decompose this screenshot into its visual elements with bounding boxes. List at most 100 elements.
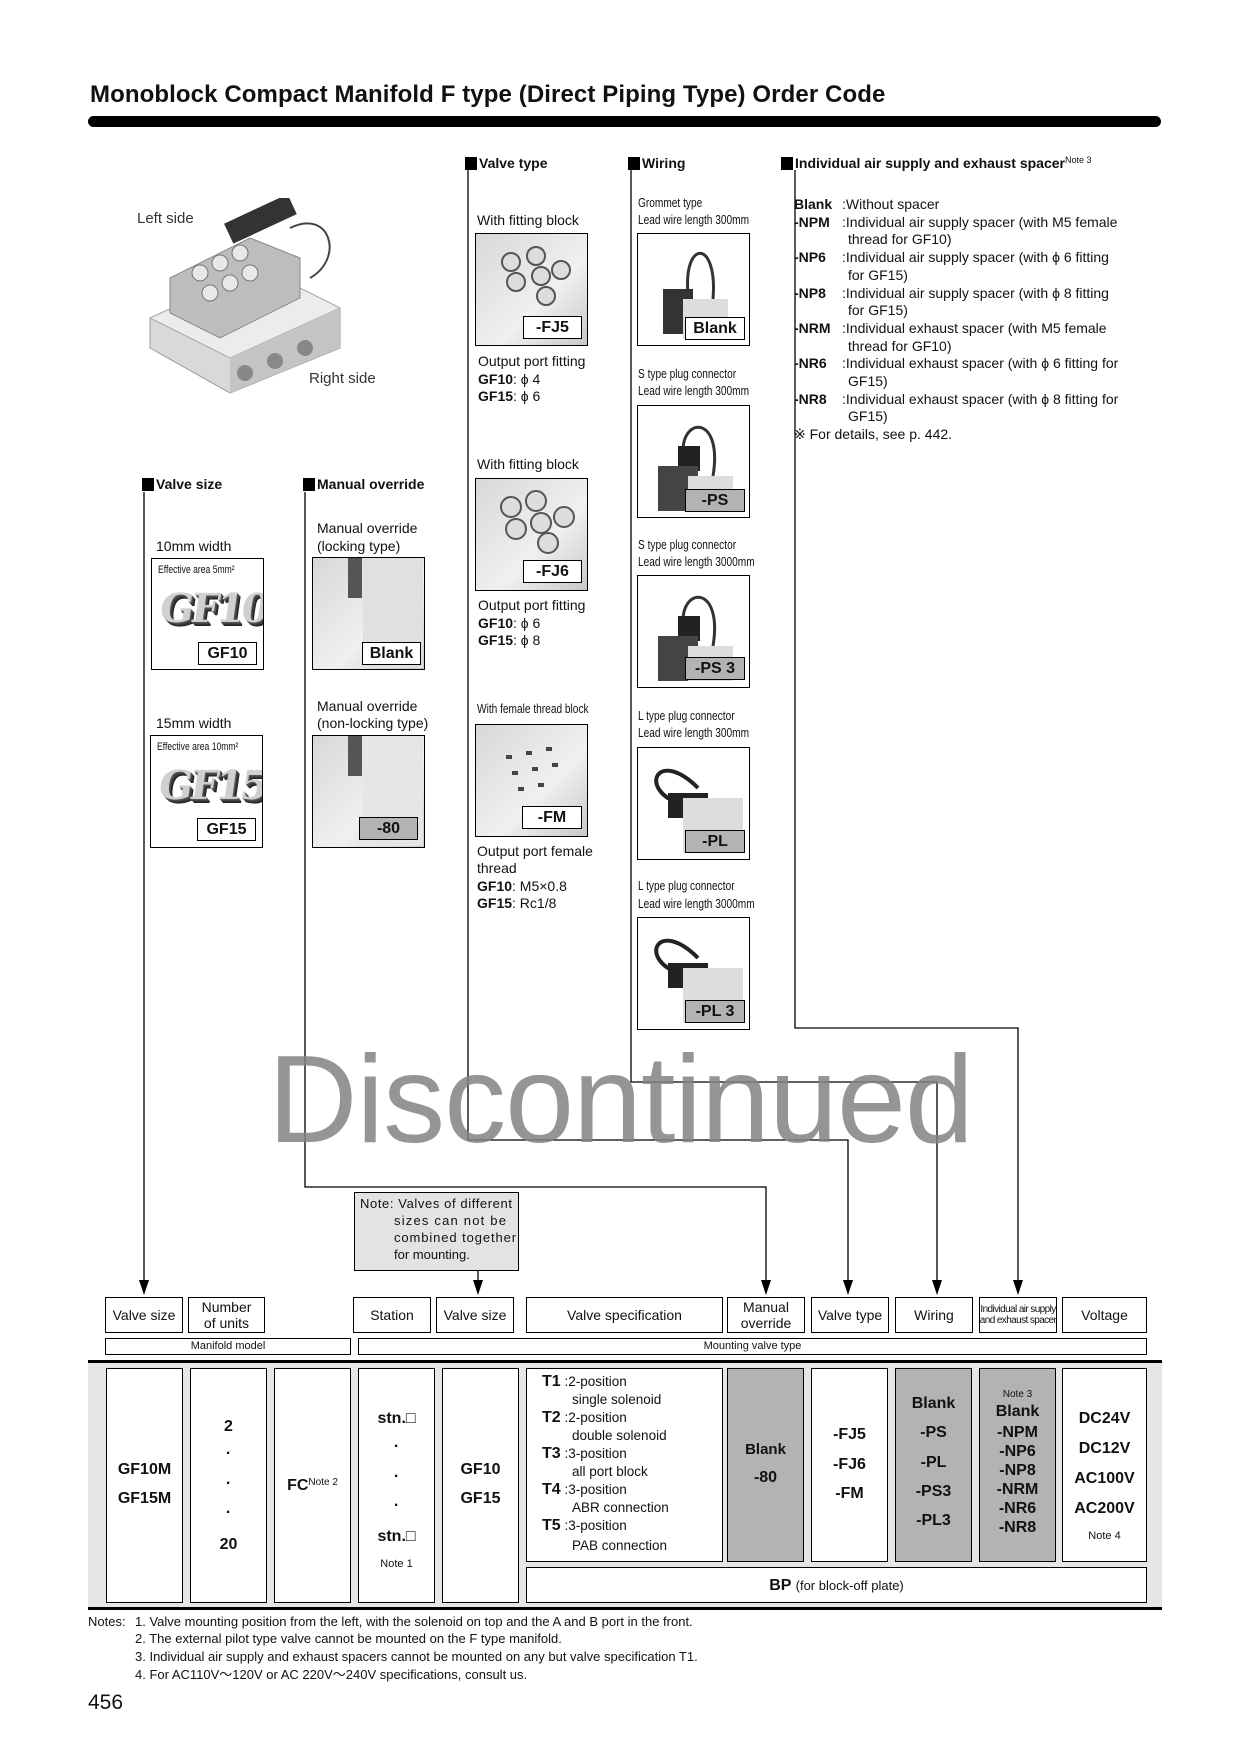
header-station: Station	[353, 1297, 431, 1333]
header-valve-size-2: Valve size	[436, 1297, 514, 1333]
valve-type-desc: Output port fitting	[478, 353, 586, 369]
wiring-type: S type plug connector	[638, 366, 737, 381]
override-option: Blank	[745, 1441, 786, 1458]
spec-code: T3	[542, 1445, 561, 1462]
station-dot: ·	[393, 1468, 400, 1485]
fj5-image: -FJ5	[475, 233, 588, 346]
valve-type-desc: Output port fitting	[478, 597, 586, 613]
cell-wiring: Blank -PS -PL -PS3 -PL3	[895, 1368, 972, 1562]
cell-units: 2 · · · 20	[190, 1368, 267, 1603]
note-item: 2. The external pilot type valve cannot …	[135, 1631, 562, 1646]
wiring-lead: Lead wire length 300mm	[638, 383, 750, 398]
spacer-desc: GF15)	[848, 408, 888, 425]
spacer-item: -NRM:Individual exhaust spacer (with M5 …	[794, 319, 1107, 354]
note-ref: Note 3	[1064, 155, 1092, 165]
voltage-option: DC24V	[1078, 1410, 1131, 1427]
note-item: 4. For AC110V～120V or AC 220V～240V speci…	[135, 1667, 528, 1682]
bullet-square-icon	[628, 156, 640, 170]
note-text: combined together	[394, 1230, 517, 1245]
bullet-square-icon	[142, 477, 154, 491]
wiring-option: -PS	[920, 1424, 947, 1441]
manual-override-caption: Manual override	[317, 698, 418, 714]
spacer-option: -NPM	[997, 1424, 1038, 1441]
valve-size-header: Valve size	[142, 477, 222, 491]
fj6-image: -FJ6	[475, 478, 588, 591]
manifold-option: GF15M	[117, 1490, 172, 1507]
spacer-header: Individual air supply and exhaust spacer…	[781, 156, 1092, 170]
manual-override-caption: (non-locking type)	[317, 715, 429, 731]
gf15-label: GF15	[478, 632, 514, 648]
wiring-option: Blank	[911, 1395, 956, 1412]
code-label: Blank	[685, 317, 745, 340]
cell-valve-type: -FJ5 -FJ6 -FM	[811, 1368, 888, 1562]
spec-code: T5	[542, 1517, 561, 1534]
manual-override-header: Manual override	[303, 477, 424, 491]
station-value: stn.□	[377, 1528, 416, 1545]
valve-size-header-text: Valve size	[156, 476, 223, 492]
spacer-desc: thread for GF10)	[848, 337, 952, 354]
non-locking-override-image: -80	[312, 735, 425, 848]
spec-desc: single solenoid	[572, 1392, 662, 1407]
l-plug-300-image: -PL	[637, 747, 750, 860]
station-dot: ·	[393, 1438, 400, 1455]
group-mounting-valve-type: Mounting valve type	[358, 1338, 1147, 1355]
right-side-label: Right side	[309, 370, 376, 387]
spec-desc: :2-position	[564, 1410, 627, 1425]
cell-block-off-plate: BP (for block-off plate)	[526, 1567, 1147, 1603]
valve-type-header-text: Valve type	[479, 155, 548, 171]
spacer-desc: Without spacer	[845, 196, 940, 212]
spacer-option: -NRM	[996, 1481, 1039, 1498]
station-value: stn.□	[377, 1410, 416, 1427]
manual-override-caption: (locking type)	[317, 538, 401, 554]
code-label: -PL 3	[685, 1000, 745, 1023]
wiring-lead: Lead wire length 3000mm	[638, 554, 755, 569]
spec-desc: :2-position	[564, 1374, 627, 1389]
cell-fc: FCNote 2	[274, 1368, 351, 1603]
code-label: -80	[359, 817, 418, 840]
wiring-type: Grommet type	[638, 195, 703, 210]
spacer-header-text: Individual air supply and exhaust spacer	[795, 155, 1065, 171]
gf15-option-card: Effective area 10mm² GF15 GF15	[150, 735, 263, 848]
gf15-label: GF15	[478, 388, 514, 404]
title-rule	[88, 116, 1161, 127]
header-valve-type: Valve type	[811, 1297, 889, 1333]
header-number-of-units: Number of units	[188, 1297, 265, 1333]
units-dot: ·	[225, 1445, 232, 1462]
gf15-logo: GF15	[155, 762, 263, 809]
spacer-desc: Individual exhaust spacer (with ϕ 8 fitt…	[845, 390, 1119, 407]
valve-type-caption: With fitting block	[477, 212, 579, 228]
units-value: 2	[224, 1418, 233, 1435]
spec-desc: double solenoid	[572, 1428, 667, 1443]
wiring-lead: Lead wire length 300mm	[638, 212, 750, 227]
gf15-value: : ϕ 8	[513, 632, 541, 648]
discontinued-watermark: Discontinued	[268, 1031, 974, 1169]
spec-desc: :3-position	[564, 1482, 627, 1497]
wiring-option: -PS3	[915, 1483, 952, 1500]
spacer-desc: Individual air supply spacer (with M5 fe…	[845, 213, 1118, 230]
spacer-option: -NR8	[998, 1519, 1037, 1536]
valve-type-caption: With fitting block	[477, 456, 579, 472]
units-dot: ·	[225, 1475, 232, 1492]
cell-valve-size: GF10 GF15	[442, 1368, 519, 1603]
cell-voltage: DC24V DC12V AC100V AC200V Note 4	[1062, 1368, 1147, 1562]
note-item: 3. Individual air supply and exhaust spa…	[135, 1649, 698, 1664]
voltage-option: AC100V	[1074, 1470, 1135, 1487]
spec-desc: :3-position	[564, 1518, 627, 1533]
manifold-product-image	[148, 198, 342, 394]
valve-type-header: Valve type	[465, 156, 548, 170]
spacer-item: -NP8:Individual air supply spacer (with …	[794, 284, 1109, 319]
units-value: 20	[219, 1536, 238, 1553]
bp-code: BP	[769, 1577, 792, 1594]
valve-type-option: -FJ6	[833, 1456, 866, 1473]
spacer-option: Blank	[995, 1403, 1040, 1420]
spacer-item: -NP6:Individual air supply spacer (with …	[794, 249, 1109, 283]
units-dot: ·	[225, 1504, 232, 1521]
note-ref: Note 2	[308, 1477, 338, 1488]
spacer-item: -NR6:Individual exhaust spacer (with ϕ 6…	[794, 355, 1119, 390]
spec-code: T4	[542, 1481, 561, 1498]
grommet-image: Blank	[637, 233, 750, 346]
note-box: Note: Valves of different sizes can not …	[354, 1192, 519, 1271]
note-text: Note: Valves of different	[360, 1196, 513, 1211]
page-number: 456	[88, 1691, 124, 1714]
